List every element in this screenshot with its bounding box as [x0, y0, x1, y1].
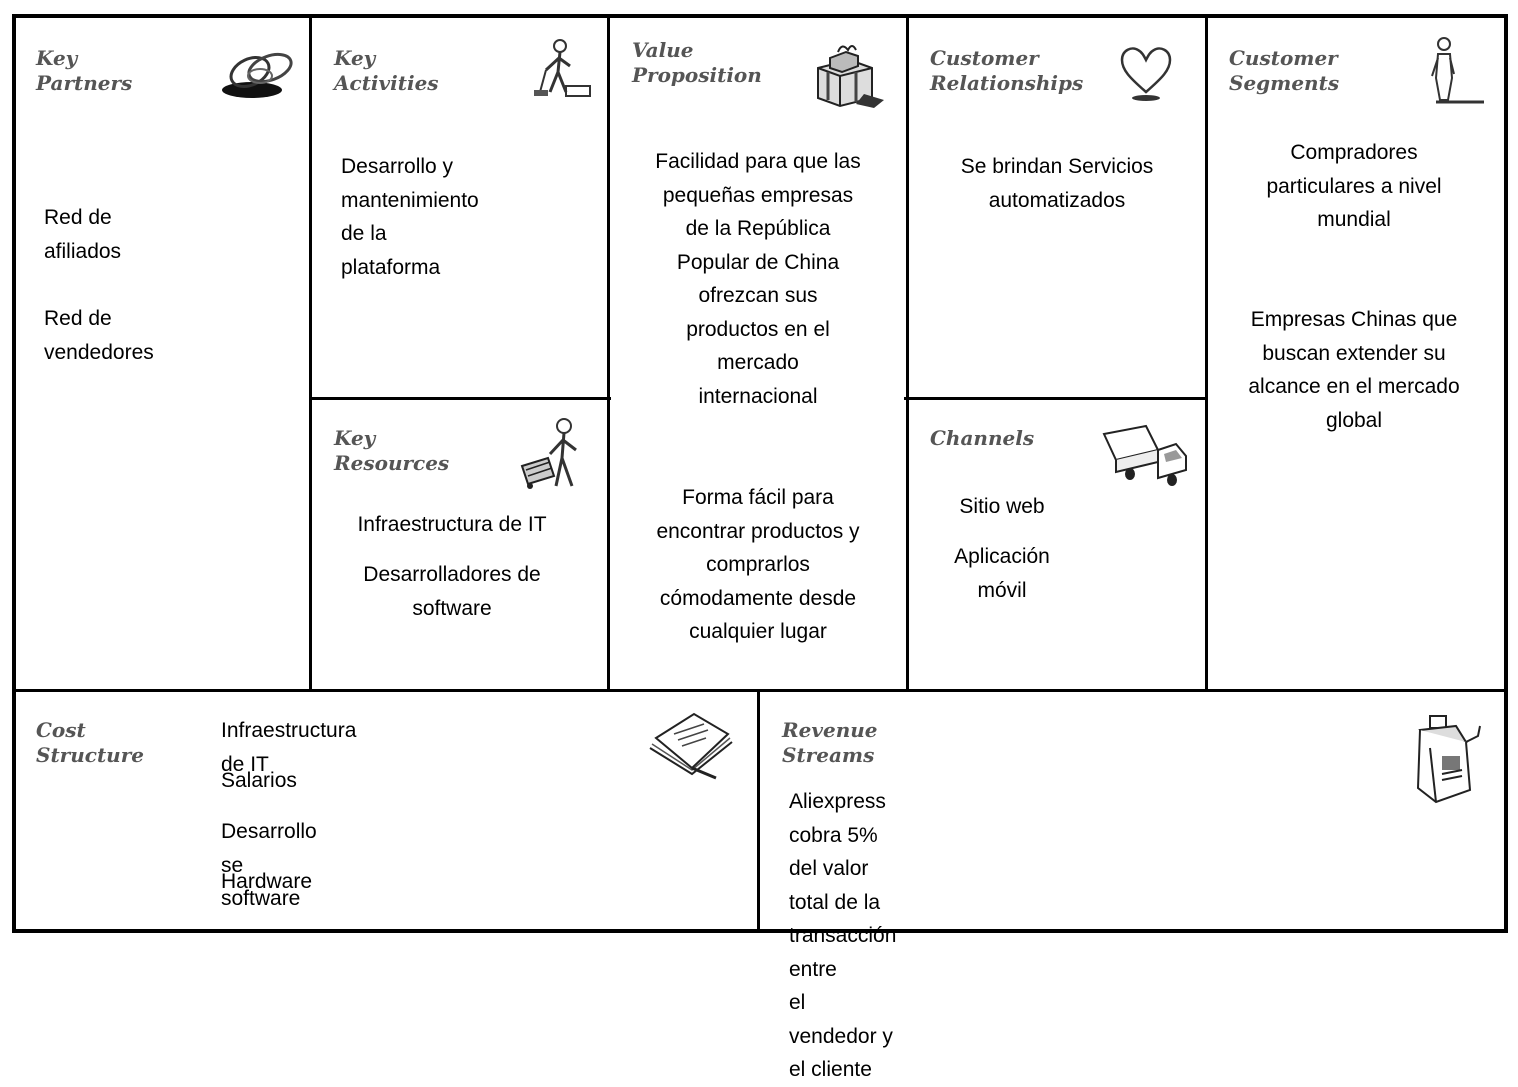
customer-segment-item-1: Compradores particulares a nivel mundial	[1266, 141, 1442, 231]
business-model-canvas: Key Partners Red de afiliados Red de ven…	[12, 14, 1508, 1081]
customer-relationships-title: Customer Relationships	[930, 46, 1084, 95]
chain-links-icon	[220, 46, 300, 102]
customer-relationships-text: Se brindan Servicios automatizados	[960, 155, 1154, 212]
cash-register-icon	[1410, 712, 1482, 804]
cost-item-2: Salarios	[221, 769, 297, 792]
key-partner-item-1: Red de afiliados	[44, 206, 122, 263]
channel-item-2: Aplicación móvil	[954, 545, 1050, 602]
divider-top-bottom	[12, 689, 1508, 692]
revenue-streams-text: Aliexpress cobra 5% del valor total de l…	[789, 790, 897, 1081]
key-partners-title: Key Partners	[36, 46, 133, 95]
value-proposition-item-1: Facilidad para que las pequeñas empresas…	[655, 150, 861, 408]
divider-value-relationships	[906, 14, 909, 691]
customer-segments-title: Customer Segments	[1229, 46, 1340, 95]
canvas-frame	[12, 14, 1508, 933]
key-resource-item-1: Infraestructura de IT	[357, 513, 547, 536]
key-resource-item-2: Desarrolladores de software	[363, 563, 541, 620]
key-activities-title: Key Activities	[334, 46, 439, 95]
divider-partners-activities	[309, 14, 312, 691]
channels-title: Channels	[930, 426, 1035, 450]
delivery-truck-icon	[1100, 420, 1190, 492]
worker-with-cart-icon	[518, 416, 590, 492]
cost-item-1: Infraestructura de IT	[221, 719, 357, 776]
value-proposition-item-2: Forma fácil para encontrar productos y c…	[656, 486, 860, 643]
heart-icon	[1116, 42, 1176, 102]
customer-segment-item-2: Empresas Chinas que buscan extender su a…	[1248, 308, 1460, 432]
key-activities-text: Desarrollo y mantenimiento de la platafo…	[341, 155, 479, 279]
value-proposition-title: Value Proposition	[632, 38, 762, 87]
key-resources-title: Key Resources	[334, 426, 450, 475]
worker-vacuuming-icon	[530, 36, 594, 100]
gift-boxes-icon	[812, 38, 888, 110]
divider-cost-revenue	[757, 690, 760, 930]
divider-activities-value	[607, 14, 610, 691]
channel-item-1: Sitio web	[959, 495, 1045, 518]
divider-activities-resources	[311, 397, 611, 400]
revenue-streams-title: Revenue Streams	[782, 718, 878, 767]
cost-item-4: Hardware	[221, 870, 313, 893]
cost-structure-title: Cost Structure	[36, 718, 144, 767]
standing-person-icon	[1426, 34, 1486, 108]
divider-relationships-channels	[904, 397, 1206, 400]
cost-item-3: Desarrollo se software	[221, 820, 317, 910]
document-pages-icon	[646, 708, 738, 780]
key-partner-item-2: Red de vendedores	[44, 307, 154, 364]
divider-relationships-segments	[1205, 14, 1208, 691]
